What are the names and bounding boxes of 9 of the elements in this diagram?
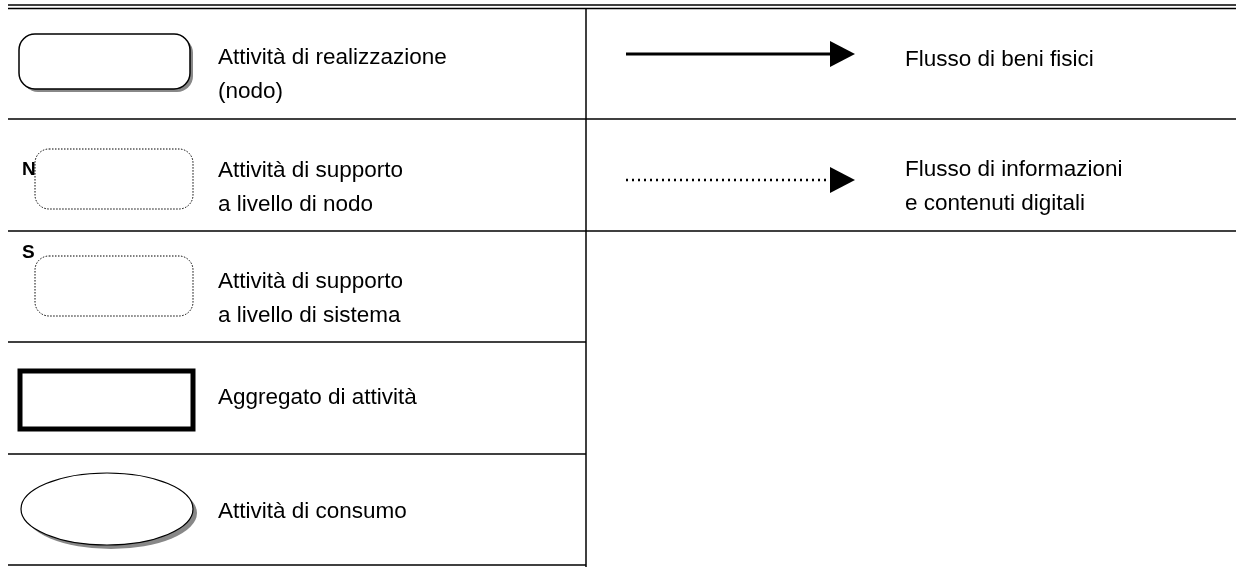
legend-label: Attività di realizzazione (nodo) [218, 43, 448, 105]
letter-label: N [22, 159, 36, 179]
legend-label: Flusso di beni fisici [905, 45, 1095, 73]
legend-label: Attività di consumo [218, 497, 408, 525]
legend-label: Attività di supporto a livello di nodo [218, 156, 405, 218]
legend-label: Flusso di informazioni e contenuti digitali [905, 155, 1124, 217]
legend-label: Attività di supporto a livello di sistema [218, 267, 405, 329]
legend-label: Aggregato di attività [218, 383, 418, 411]
letter-label: S [22, 242, 35, 262]
